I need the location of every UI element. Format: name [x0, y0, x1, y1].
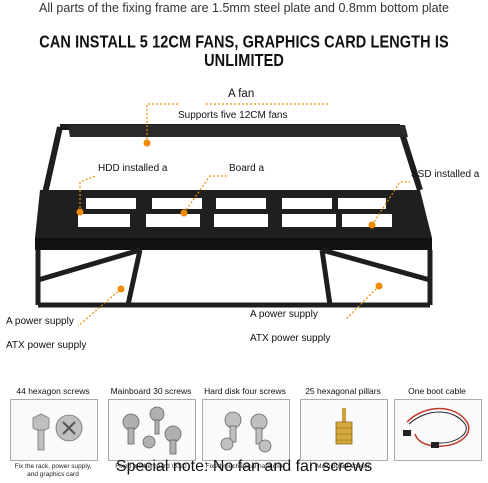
callout-psu-right-1: A power supply: [250, 309, 318, 320]
tray-cutout: [342, 214, 392, 227]
accessory-boot-cable: One boot cable: [394, 386, 482, 463]
hard-disk-screws-image: [202, 399, 290, 461]
callout-hdd: HDD installed a: [98, 163, 168, 174]
accessory-caption: Main board spacer: [316, 463, 370, 470]
callout-board: Board a: [229, 163, 265, 174]
accessory-title: One boot cable: [408, 386, 466, 396]
tray-cutout: [338, 198, 386, 209]
hexagon-screws-image: [10, 399, 98, 461]
tray-cutout: [214, 214, 268, 227]
tray-cutout: [282, 214, 336, 227]
tray-cutout: [146, 214, 200, 227]
material-note: All parts of the fixing frame are 1.5mm …: [39, 1, 449, 15]
accessory-title: Hard disk four screws: [204, 386, 286, 396]
callout-psu-left-1: A power supply: [6, 316, 74, 327]
special-note: Special note: No fan and fan screws: [115, 458, 373, 475]
callout-fan-title: A fan: [228, 88, 255, 100]
accessory-hexagonal-pillars: 25 hexagonal pillars Main board spacer: [300, 386, 388, 471]
accessory-caption: Fixed motherboard \SSD: [115, 463, 187, 470]
callout-fan-sub: Supports five 12CM fans: [178, 110, 288, 121]
accessory-mainboard-screws: Mainboard 30 screws Fixed motherboard \S…: [108, 386, 196, 471]
tray-cutout: [216, 198, 266, 209]
mainboard-screws-image: [108, 399, 196, 461]
callout-psu-right-2: ATX power supply: [250, 333, 331, 344]
tray-cutout: [282, 198, 332, 209]
tray-cutout: [152, 198, 202, 209]
fan-bracket: [68, 125, 408, 137]
accessory-hard-disk-screws: Hard disk four screws Fixed mechanical h…: [202, 386, 290, 471]
accessory-title: Mainboard 30 screws: [110, 386, 192, 396]
callout-ssd: SSD installed a: [411, 169, 480, 180]
accessory-title: 44 hexagon screws: [16, 386, 90, 396]
accessory-caption: Fixed mechanical hard disk: [205, 463, 285, 470]
accessory-caption: Fix the rack, power supply, and graphics…: [14, 463, 92, 478]
tray-cutout: [78, 214, 130, 227]
callout-psu-left-2: ATX power supply: [6, 340, 87, 351]
hexagonal-pillars-image: [300, 399, 388, 461]
accessory-hexagon-screws: 44 hexagon screws Fix the rack, power su…: [10, 386, 98, 479]
headline: CAN INSTALL 5 12CM FANS, GRAPHICS CARD L…: [39, 33, 449, 71]
boot-cable-image: [394, 399, 482, 461]
tray-cutout: [86, 198, 136, 209]
accessory-title: 25 hexagonal pillars: [305, 386, 381, 396]
